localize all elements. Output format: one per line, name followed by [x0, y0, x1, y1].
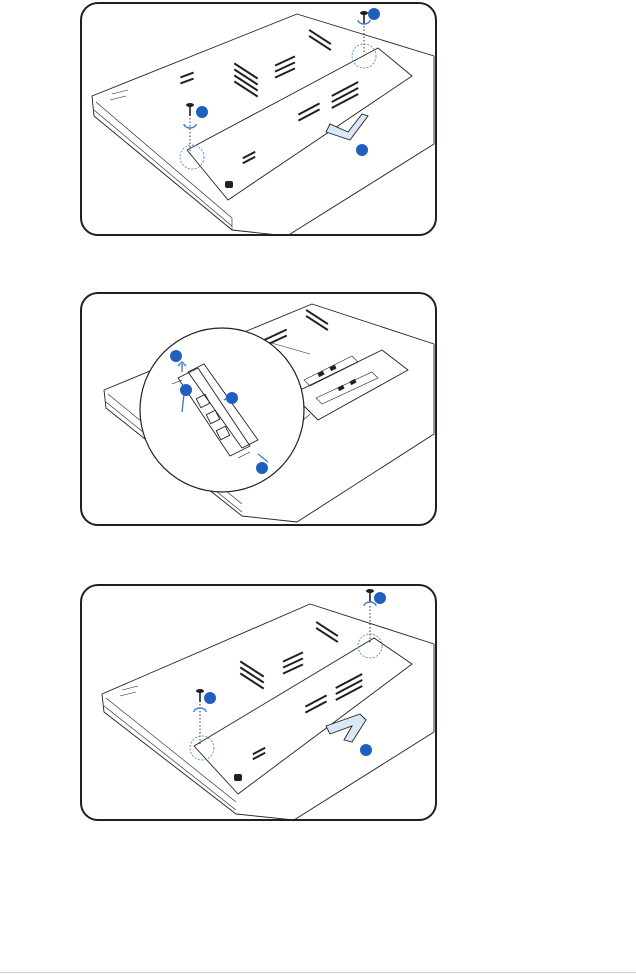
figure-remove-memory [80, 292, 437, 526]
step-circle-icon [374, 592, 386, 604]
figure-replace-cover [80, 584, 437, 821]
laptop-bottom-illustration [82, 586, 437, 821]
laptop-bottom-illustration [82, 4, 437, 236]
slide-arrow-icon [326, 114, 368, 140]
step-circle-icon [360, 744, 372, 756]
step-circle-icon [256, 462, 268, 474]
screw-icon [360, 11, 368, 24]
laptop-memory-illustration [82, 294, 437, 526]
step-circle-icon [368, 8, 380, 20]
memory-module-icon [304, 356, 378, 404]
rotate-cw-icon [364, 602, 376, 606]
step-circle-icon [356, 144, 368, 156]
screw-icon [366, 589, 374, 602]
step-circle-icon [180, 384, 192, 396]
step-circle-icon [196, 106, 208, 118]
slide-arrow-icon [326, 714, 366, 742]
page-footer-rule [0, 972, 636, 973]
step-circle-icon [226, 392, 238, 404]
screw-icon [186, 103, 194, 116]
screw-icon [196, 689, 204, 702]
step-circle-icon [170, 350, 182, 362]
figure-remove-cover [80, 2, 437, 236]
step-circle-icon [204, 692, 216, 704]
